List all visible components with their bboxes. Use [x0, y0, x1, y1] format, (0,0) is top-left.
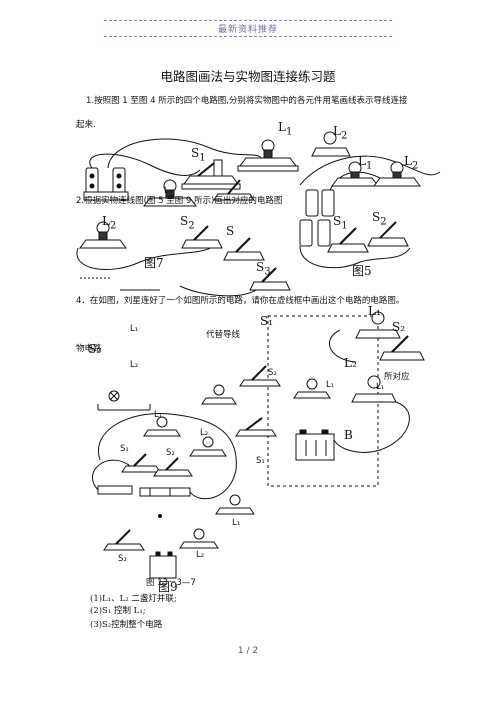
label-l1-inset: L₁ [130, 324, 139, 334]
lamp-l2-left [79, 221, 127, 249]
label-l2-left: L2 [102, 214, 117, 232]
lamp-l1-bottom [215, 494, 255, 515]
switch-s2-mid-top [239, 365, 281, 387]
label-l1-top: L1 [278, 120, 293, 138]
switch-s2-bottom [103, 529, 145, 551]
condition-1: (1)L₁、L₂ 二盏灯并联; [90, 594, 177, 604]
label-s-left: S [226, 224, 235, 238]
battery-mid-left [97, 485, 133, 495]
fragment-daiti: 代替导线 [206, 330, 241, 340]
figure-13-caption: 图 13－3—7 [146, 578, 196, 588]
label-b: B [344, 428, 353, 442]
battery-pack-2 [305, 189, 335, 217]
header-banner: 最新资料推荐 [217, 25, 278, 35]
switch-s1-right [327, 227, 369, 253]
label-l2-right: L2 [404, 154, 419, 172]
label-l1-right: L1 [358, 154, 373, 172]
switch-s3-mid [153, 457, 193, 477]
switch-s1-top [181, 159, 241, 190]
header-rule-top [104, 20, 392, 21]
switch-s2-right [367, 221, 409, 247]
switch-s-mid-right [235, 417, 277, 437]
battery-pack-3 [299, 219, 331, 247]
label-l3-box: L₁ [376, 382, 385, 392]
lamp-l-mid [143, 416, 181, 437]
lamp-l1-mid [143, 179, 197, 207]
battery-mid [139, 487, 191, 497]
label-l1-mid: L1 [164, 186, 174, 198]
label-s2-far-left: S₂ [88, 342, 102, 356]
label-s1-mid-center: S₁ [120, 444, 129, 454]
label-l2-bottom: L₂ [196, 550, 205, 560]
page-number: 1 / 2 [237, 646, 259, 656]
label-s1-box-top: S₁ [260, 314, 274, 328]
label-s3-left: S3 [256, 260, 271, 278]
switch-top-right-small [213, 179, 255, 201]
lamp-l2-right [373, 161, 421, 187]
header-rule-bottom [104, 36, 392, 37]
lamp-l-mid-top [201, 384, 237, 405]
question-4-text: 4．在如图，刘星连好了一个如图所示的电路，请你在虚线框中画出这个电路的电路图。 [76, 296, 405, 306]
fragment-suoduiying: 所对应 [384, 372, 410, 382]
label-s1-right: S1 [333, 214, 348, 232]
label-s1-mid-right: S₁ [256, 456, 265, 466]
label-s2-left: S2 [180, 214, 195, 232]
label-s2-mid: S₂ [268, 368, 277, 378]
question-2-text: 2.根据实物连线图(图 5 至图 9 所示)画出对应的电路图 [76, 196, 283, 206]
battery-box-b [295, 429, 335, 461]
figure-5-label: 图5 [352, 264, 372, 278]
lamp-l2-mid [189, 436, 227, 457]
lamp-l1-box [355, 311, 401, 339]
lamp-l1-right [331, 161, 379, 187]
battery-pack-1 [83, 167, 129, 201]
lamp-l1-top [237, 139, 299, 172]
battery-bottom [149, 551, 177, 579]
label-s2-right: S2 [372, 210, 387, 228]
lamp-l2-bottom [179, 528, 219, 549]
question-1-line-1: 1.按照图 1 至图 4 所示的四个电路图,分别将实物图中的各元件用笔画线表示导… [86, 96, 408, 106]
label-l1-mid-center: L₁ [154, 410, 163, 420]
label-s2-box: S₂ [392, 320, 406, 334]
condition-2: (2)S₁ 控制 L₁; [90, 606, 146, 616]
switch-s3-left [249, 267, 291, 291]
label-l2-box: L₂ [344, 356, 357, 370]
switch-s-left [223, 237, 265, 261]
label-l2-top: L2 [333, 124, 348, 142]
label-s2-mid-center: S₂ [166, 448, 175, 458]
switch-s2-left [181, 225, 223, 249]
fragment-wuji: 物电路 [76, 344, 102, 354]
question-1-line-2: 起来. [76, 120, 96, 130]
label-l1-box: L₁ [368, 304, 381, 318]
figure-7-label: 图7 [144, 256, 164, 270]
label-s1-top: S1 [191, 146, 206, 164]
condition-3: (3)S₂控制整个电路 [90, 620, 163, 630]
page-title: 电路图画法与实物图连接练习题 [160, 69, 336, 84]
label-l2-mid-center: L₂ [200, 428, 209, 438]
label-s2-bottom: S₂ [118, 554, 127, 564]
label-l2-inset: L₂ [130, 360, 139, 370]
figure-9-label: 图9 [158, 580, 178, 594]
lamp-l1-mid-right [293, 378, 331, 399]
switch-s2-box [379, 335, 425, 361]
label-l1-mid-right: L₁ [326, 380, 335, 390]
label-l1-bottom: L₁ [232, 518, 241, 528]
lamp-l2-top [311, 131, 351, 157]
switch-s1-mid [121, 453, 161, 473]
